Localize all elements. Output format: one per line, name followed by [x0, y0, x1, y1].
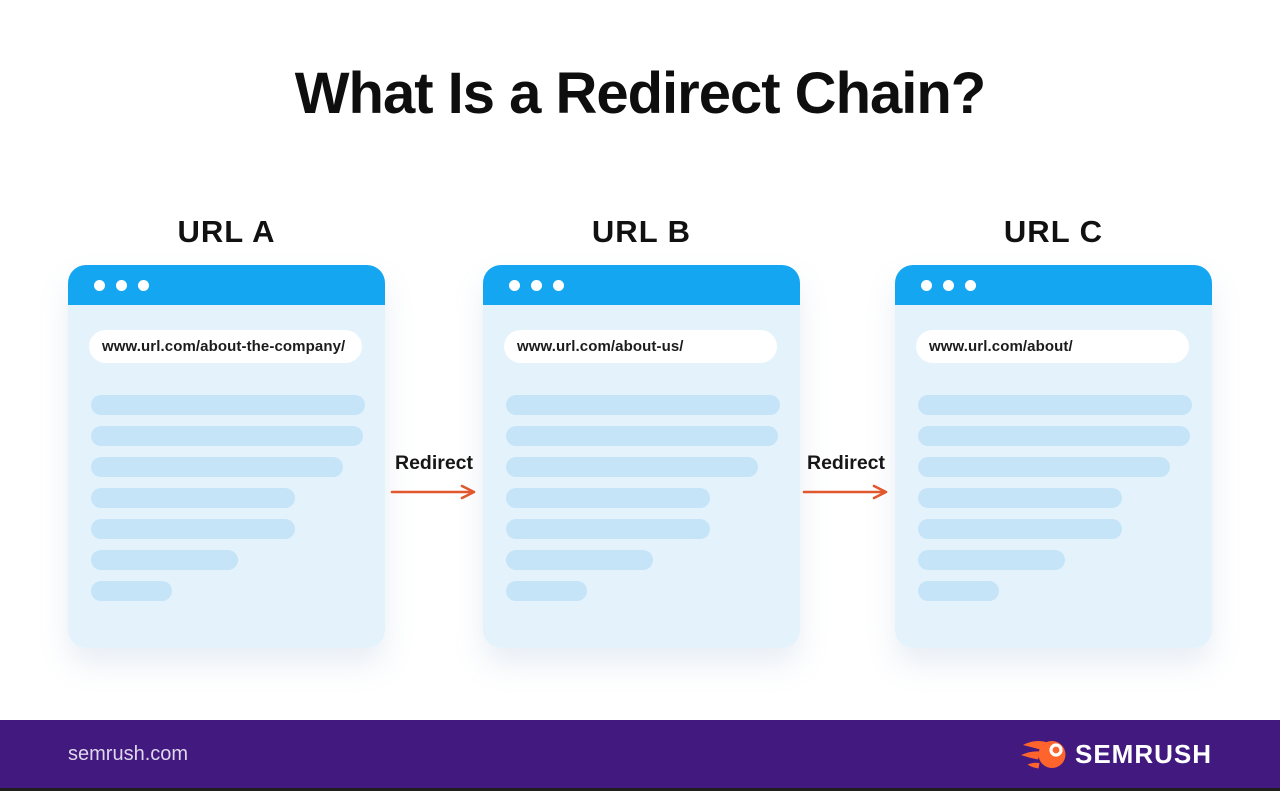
skeleton-line: [918, 581, 999, 601]
footer-bar: semrush.com SEMRUSH: [0, 720, 1280, 788]
bottom-border: [0, 788, 1280, 791]
url-text-b: www.url.com/about-us/: [517, 338, 684, 355]
url-b-section: URL B www.url.com/about-us/: [483, 213, 800, 648]
card-label-a: URL A: [177, 214, 276, 249]
window-dot-icon: [553, 279, 564, 291]
skeleton-line: [506, 457, 758, 477]
skeleton-line: [506, 581, 587, 601]
window-dot-icon: [531, 279, 542, 291]
skeleton-line: [91, 488, 295, 508]
window-dot-icon: [94, 279, 105, 291]
browser-window-mockup-b: www.url.com/about-us/: [483, 265, 800, 648]
redirect-label: Redirect: [806, 452, 886, 474]
url-c-section: URL C www.url.com/about/: [895, 213, 1212, 648]
address-bar: www.url.com/about-us/: [504, 330, 777, 363]
url-text-a: www.url.com/about-the-company/: [102, 338, 346, 355]
content-skeleton: [89, 395, 385, 601]
url-text-c: www.url.com/about/: [929, 338, 1073, 355]
redirect-connector-2: Redirect: [797, 451, 895, 500]
content-skeleton: [916, 395, 1212, 601]
content-skeleton: [504, 395, 800, 601]
window-dot-icon: [116, 279, 127, 291]
right-arrow-icon: [802, 484, 888, 500]
browser-titlebar: [68, 265, 385, 305]
skeleton-line: [91, 581, 172, 601]
browser-page-body: www.url.com/about/: [895, 305, 1212, 648]
skeleton-line: [918, 488, 1122, 508]
skeleton-line: [91, 550, 238, 570]
browser-titlebar: [895, 265, 1212, 305]
skeleton-line: [918, 550, 1065, 570]
address-bar: www.url.com/about-the-company/: [89, 330, 362, 363]
window-dot-icon: [943, 279, 954, 291]
redirect-connector-1: Redirect: [385, 451, 483, 500]
redirect-label: Redirect: [394, 452, 474, 474]
window-dot-icon: [138, 279, 149, 291]
skeleton-line: [918, 457, 1170, 477]
browser-window-mockup-a: www.url.com/about-the-company/: [68, 265, 385, 648]
window-dot-icon: [509, 279, 520, 291]
browser-page-body: www.url.com/about-the-company/: [68, 305, 385, 648]
right-arrow-icon: [390, 484, 476, 500]
skeleton-line: [918, 426, 1190, 446]
brand-name: SEMRUSH: [1074, 738, 1212, 769]
browser-page-body: www.url.com/about-us/: [483, 305, 800, 648]
skeleton-line: [91, 426, 363, 446]
skeleton-line: [506, 395, 780, 415]
skeleton-line: [918, 519, 1122, 539]
browser-titlebar: [483, 265, 800, 305]
page-title: What Is a Redirect Chain?: [294, 61, 986, 126]
skeleton-line: [506, 488, 710, 508]
skeleton-line: [918, 395, 1192, 415]
url-a-section: URL A www.url.com/about-the-company/: [68, 213, 385, 648]
semrush-flame-icon: [1020, 740, 1066, 769]
skeleton-line: [91, 457, 343, 477]
website-url: semrush.com: [68, 742, 189, 765]
card-label-b: URL B: [591, 214, 692, 249]
skeleton-line: [91, 519, 295, 539]
semrush-logo: SEMRUSH: [1020, 738, 1212, 770]
skeleton-line: [91, 395, 365, 415]
address-bar: www.url.com/about/: [916, 330, 1189, 363]
window-dot-icon: [921, 279, 932, 291]
card-label-c: URL C: [1003, 214, 1104, 249]
browser-window-mockup-c: www.url.com/about/: [895, 265, 1212, 648]
skeleton-line: [506, 550, 653, 570]
skeleton-line: [506, 519, 710, 539]
skeleton-line: [506, 426, 778, 446]
window-dot-icon: [965, 279, 976, 291]
